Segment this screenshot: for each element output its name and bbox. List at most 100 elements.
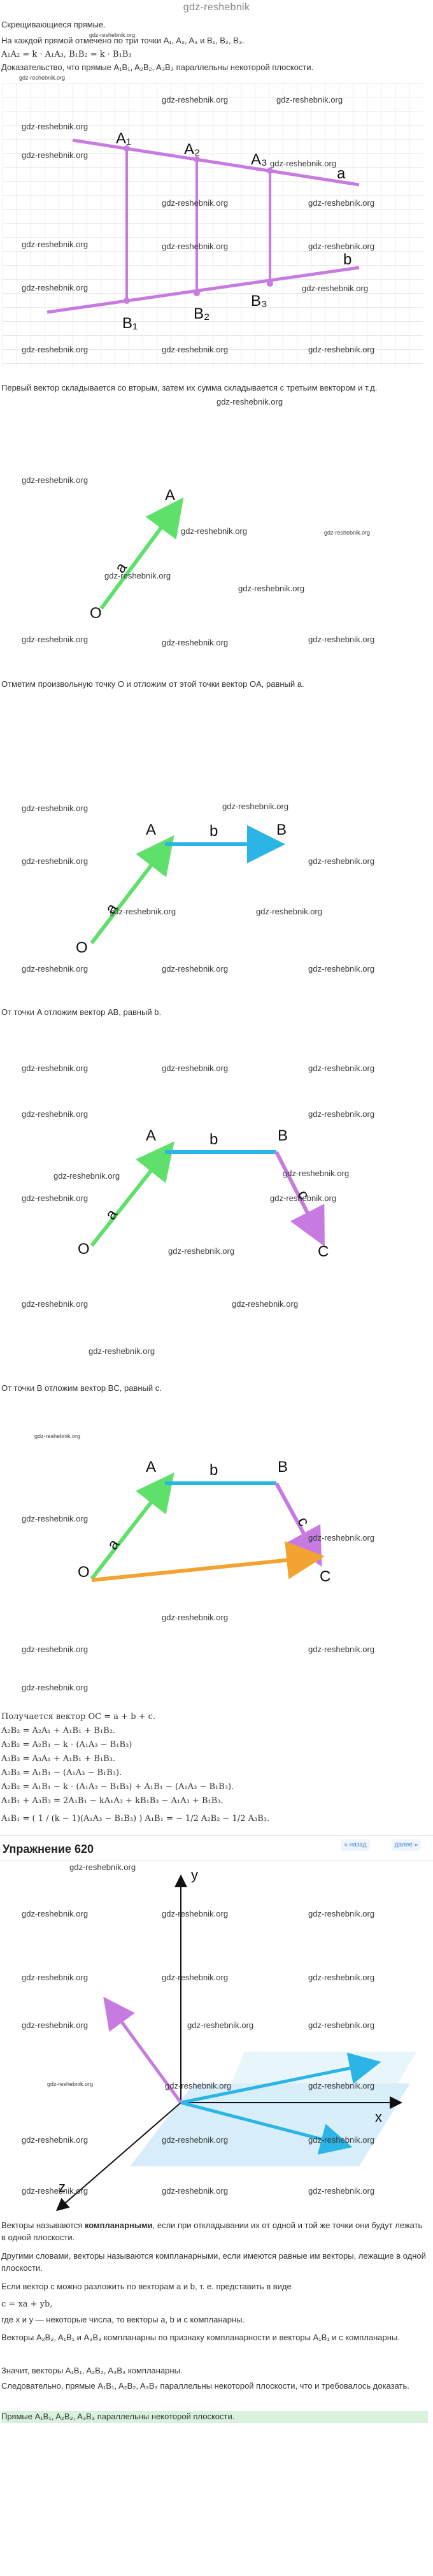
theory-p1-after: , если при откладывании их от одной и то…	[1, 2220, 423, 2242]
label-B: B	[278, 1458, 288, 1476]
next-button[interactable]: далее »	[392, 1839, 421, 1851]
watermark: gdz-reshebnik.org	[22, 240, 89, 249]
label-vec-a: a	[102, 1206, 121, 1223]
watermark: gdz-reshebnik.org	[19, 75, 66, 81]
watermark: gdz-reshebnik.org	[308, 198, 375, 208]
label-C: C	[318, 1243, 329, 1260]
prev-button[interactable]: « назад	[341, 1839, 370, 1851]
watermark: gdz-reshebnik.org	[22, 283, 89, 292]
watermark: gdz-reshebnik.org	[110, 907, 176, 916]
watermark: gdz-reshebnik.org	[162, 1909, 229, 1918]
label-O: O	[78, 1564, 90, 1581]
derivation-line-6: A₂B₂ = A₁B₁ − k · (A₁A₃ − B₁B₃) + A₁B₁ −…	[1, 1782, 234, 1792]
watermark: gdz-reshebnik.org	[238, 584, 305, 593]
watermark: gdz-reshebnik.org	[22, 2020, 89, 2030]
watermark: gdz-reshebnik.org	[308, 1533, 375, 1543]
watermark: gdz-reshebnik.org	[308, 2081, 375, 2090]
label-A: A	[165, 487, 175, 504]
exercise-title: Упражнение 620	[3, 1843, 94, 1855]
theory-p5: где x и y — некоторые числа, то векторы …	[1, 2315, 245, 2324]
watermark: gdz-reshebnik.org	[22, 1063, 89, 1073]
theory-p4: c = xa + yb,	[1, 2299, 53, 2309]
watermark: gdz-reshebnik.org	[162, 198, 229, 208]
label-vec-a: a	[104, 1536, 123, 1553]
label-A: A	[146, 1458, 156, 1476]
figure-vector-a: A O a gdz-reshebnik.org gdz-reshebnik.or…	[3, 414, 423, 669]
watermark: gdz-reshebnik.org	[308, 2135, 375, 2145]
watermark: gdz-reshebnik.org	[165, 2081, 232, 2090]
answer-highlight: Прямые A₁B₁, A₂B₂, A₃B₃ параллельны неко…	[1, 2411, 428, 2423]
label-b1: B₁	[122, 315, 138, 332]
watermark: gdz-reshebnik.org	[22, 1909, 89, 1918]
theory-p1-before: Векторы называются	[1, 2220, 85, 2230]
label-axis-x: x	[375, 2109, 382, 2125]
watermark: gdz-reshebnik.org	[69, 1862, 136, 1872]
vectors-abc-drawing: A B C O a b c	[78, 1127, 329, 1260]
site-logo[interactable]: gdz-reshebnik	[183, 2, 250, 13]
watermark: gdz-reshebnik.org	[308, 241, 375, 251]
label-O: O	[90, 605, 102, 622]
axes-drawing: y x z	[55, 1867, 416, 2212]
skew-lines-drawing: A₁ A₂ A₃ a B₁ B₂ B₃ b	[46, 130, 360, 332]
exercise-header: Упражнение 620 « назад далее »	[0, 1835, 433, 1860]
watermark: gdz-reshebnik.org	[47, 2081, 94, 2087]
intro-line-4: Доказательство, что прямые A₁B₁, A₂B₂, A…	[1, 62, 314, 72]
figure-3d-axes: y x z gdz-reshebnik.org gdz-reshebnik.or…	[3, 1860, 423, 2212]
watermark: gdz-reshebnik.org	[22, 803, 89, 813]
derivation-line-7: A₁B₁ + A₃B₃ = 2A₁B₁ − kA₁A₃ + kB₁B₃ − A₁…	[1, 1796, 224, 1806]
label-vec-b: b	[209, 1462, 218, 1479]
label-O: O	[76, 939, 88, 956]
watermark: gdz-reshebnik.org	[308, 1909, 375, 1918]
figure-skew-lines: A₁ A₂ A₃ a B₁ B₂ B₃ b gdz-reshebnik.org …	[3, 83, 423, 368]
step-3-text: От точки A отложим вектор AB, равный b.	[1, 1007, 162, 1017]
figure-vectors-abc: A B C O a b c gdz-reshebnik.org gdz-resh…	[3, 1026, 423, 1364]
watermark: gdz-reshebnik.org	[216, 397, 283, 407]
label-a1: A₁	[116, 130, 131, 147]
watermark: gdz-reshebnik.org	[308, 856, 375, 866]
watermark: gdz-reshebnik.org	[162, 241, 229, 251]
label-axis-y: y	[191, 1867, 198, 1883]
watermark: gdz-reshebnik.org	[256, 907, 323, 916]
figure-vectors-ab: A B O a b gdz-reshebnik.org gdz-reshebni…	[3, 701, 423, 1000]
step-2-text: Отметим произвольную точку O и отложим о…	[1, 679, 304, 689]
watermark: gdz-reshebnik.org	[162, 2186, 229, 2196]
watermark: gdz-reshebnik.org	[162, 2135, 229, 2145]
watermark: gdz-reshebnik.org	[270, 159, 337, 168]
watermark: gdz-reshebnik.org	[22, 475, 89, 485]
watermark: gdz-reshebnik.org	[308, 2186, 375, 2196]
derivation-line-3: A₂B₂ = A₂B₁ − k · (A₁A₃ − B₁B₃)	[1, 1740, 132, 1750]
figure-vectors-sum: A B C O a b c gdz-reshebnik.org gdz-resh…	[3, 1402, 423, 1708]
label-b3: B₃	[251, 292, 267, 310]
vector-a-drawing: A O a	[90, 487, 184, 622]
watermark: gdz-reshebnik.org	[22, 1514, 89, 1523]
theory-p1: Векторы называются компланарными, если п…	[1, 2220, 428, 2244]
watermark: gdz-reshebnik.org	[181, 526, 248, 536]
label-vec-b: b	[209, 1131, 218, 1148]
watermark: gdz-reshebnik.org	[89, 1346, 155, 1356]
label-line-b: b	[343, 251, 351, 268]
watermark: gdz-reshebnik.org	[53, 1171, 120, 1181]
watermark: gdz-reshebnik.org	[308, 1973, 375, 1982]
watermark: gdz-reshebnik.org	[162, 1973, 229, 1982]
label-O: O	[78, 1241, 90, 1258]
theory-p6: Векторы A₂B₂, A₁B₁ и A₃B₃ компланарны по…	[1, 2333, 400, 2342]
label-A: A	[146, 1127, 156, 1144]
label-vec-b: b	[209, 823, 218, 840]
watermark: gdz-reshebnik.org	[308, 1109, 375, 1119]
watermark: gdz-reshebnik.org	[22, 150, 89, 160]
watermark: gdz-reshebnik.org	[22, 2135, 89, 2145]
label-B: B	[276, 821, 287, 838]
vectors-ab-drawing: A B O a b	[76, 821, 287, 956]
watermark: gdz-reshebnik.org	[104, 571, 171, 580]
intro-line-3: A₁A₂ = k · A₁A₃, B₁B₂ = k · B₁B₃	[1, 50, 132, 59]
watermark: gdz-reshebnik.org	[187, 2020, 254, 2030]
watermark: gdz-reshebnik.org	[222, 802, 289, 811]
step-1-text: Первый вектор складывается со вторым, за…	[1, 383, 378, 392]
theory-p8: Следовательно, прямые A₁B₁, A₂B₂, A₃B₃ п…	[1, 2381, 409, 2391]
label-B: B	[278, 1127, 288, 1144]
theory-p7: Значит, векторы A₁B₁, A₂B₂, A₃B₃ комплан…	[1, 2366, 183, 2375]
label-A: A	[146, 821, 156, 838]
watermark: gdz-reshebnik.org	[22, 1109, 89, 1119]
watermark: gdz-reshebnik.org	[308, 964, 375, 974]
watermark: gdz-reshebnik.org	[270, 1193, 337, 1203]
